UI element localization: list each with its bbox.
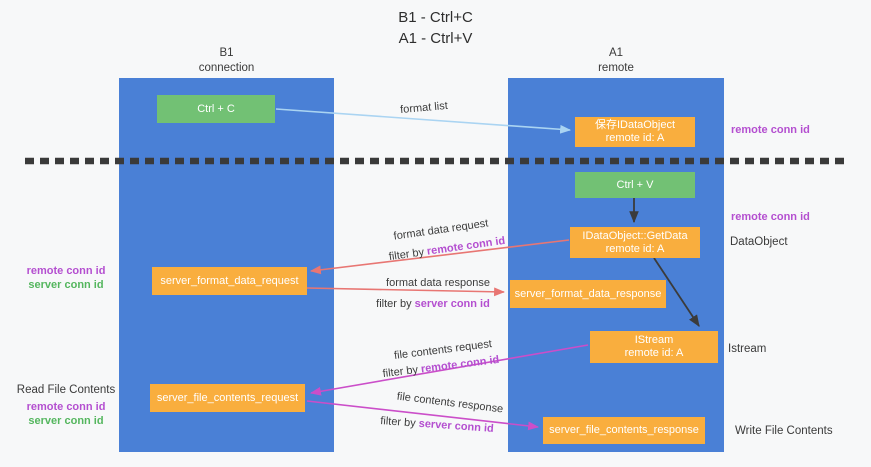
server-file-contents-request-label: server_file_contents_request xyxy=(156,391,299,404)
left-remote-conn-id-label: remote conn id xyxy=(26,401,106,413)
filter-by-text: filter by xyxy=(379,415,417,430)
left-conn-id-block-top: remote conn id server conn id xyxy=(2,264,130,292)
server-format-data-request-box: server_format_data_request xyxy=(152,267,307,295)
read-file-contents-label: Read File Contents xyxy=(16,384,116,396)
server-file-contents-request-box: server_file_contents_request xyxy=(150,384,305,412)
left-remote-conn-id-label: remote conn id xyxy=(26,265,106,277)
ctrl-c-action-box: Ctrl + C xyxy=(157,95,275,123)
save-idataobject-box: 保存IDataObject remote id: A xyxy=(575,117,695,147)
server-format-data-request-label: server_format_data_request xyxy=(160,274,299,287)
format-data-response-label: format data response xyxy=(386,277,490,289)
istream-box: IStream remote id: A xyxy=(590,331,718,363)
left-conn-id-block-bottom: Read File Contents remote conn id server… xyxy=(2,383,130,428)
save-idataobject-line2: remote id: A xyxy=(605,132,665,144)
istream-line1: IStream xyxy=(634,334,674,346)
lifeline-b1-name: B1 xyxy=(219,47,234,59)
filter-by-text: filter by xyxy=(388,246,425,264)
title-line-2: A1 - Ctrl+V xyxy=(398,30,473,47)
lifeline-header-b1: B1 connection xyxy=(119,46,334,76)
right-remote-conn-id-mid-label: remote conn id xyxy=(731,211,810,223)
server-format-data-response-box: server_format_data_response xyxy=(510,280,666,308)
lifeline-a1-name: A1 xyxy=(608,47,624,59)
left-server-conn-id-label: server conn id xyxy=(28,415,104,427)
istream-line2: remote id: A xyxy=(624,347,684,359)
save-idataobject-line1: 保存IDataObject xyxy=(594,119,676,131)
lifeline-b1-role: connection xyxy=(198,62,255,74)
write-file-contents-label: Write File Contents xyxy=(735,425,833,437)
ctrl-c-label: Ctrl + C xyxy=(197,102,235,115)
idataobject-getdata-box: IDataObject::GetData remote id: A xyxy=(570,227,700,258)
filter-by-text: filter by xyxy=(376,298,412,310)
istream-side-label: Istream xyxy=(728,343,767,355)
server-file-contents-response-box: server_file_contents_response xyxy=(543,417,705,444)
diagram-title: B1 - Ctrl+C A1 - Ctrl+V xyxy=(0,7,871,49)
server-format-data-response-label: server_format_data_response xyxy=(514,287,662,300)
lifeline-a1-role: remote xyxy=(598,62,634,74)
remote-conn-id-text: remote conn id xyxy=(426,234,506,258)
left-server-conn-id-label: server conn id xyxy=(28,279,104,291)
title-line-1: B1 - Ctrl+C xyxy=(398,9,473,26)
file-contents-response-label: file contents response xyxy=(396,390,504,416)
server-file-contents-response-label: server_file_contents_response xyxy=(549,424,699,436)
format-list-label: format list xyxy=(399,99,449,117)
ctrl-v-action-box: Ctrl + V xyxy=(575,172,695,198)
filter-by-text: filter by xyxy=(382,363,419,381)
getdata-line1: IDataObject::GetData xyxy=(582,229,688,242)
dataobject-label: DataObject xyxy=(730,236,788,248)
server-conn-id-text: server conn id xyxy=(414,298,490,310)
lifeline-header-a1: A1 remote xyxy=(508,46,724,76)
server-conn-id-text: server conn id xyxy=(418,417,495,435)
right-remote-conn-id-top-label: remote conn id xyxy=(731,124,810,136)
getdata-line2: remote id: A xyxy=(605,242,665,255)
ctrl-v-label: Ctrl + V xyxy=(616,178,654,191)
